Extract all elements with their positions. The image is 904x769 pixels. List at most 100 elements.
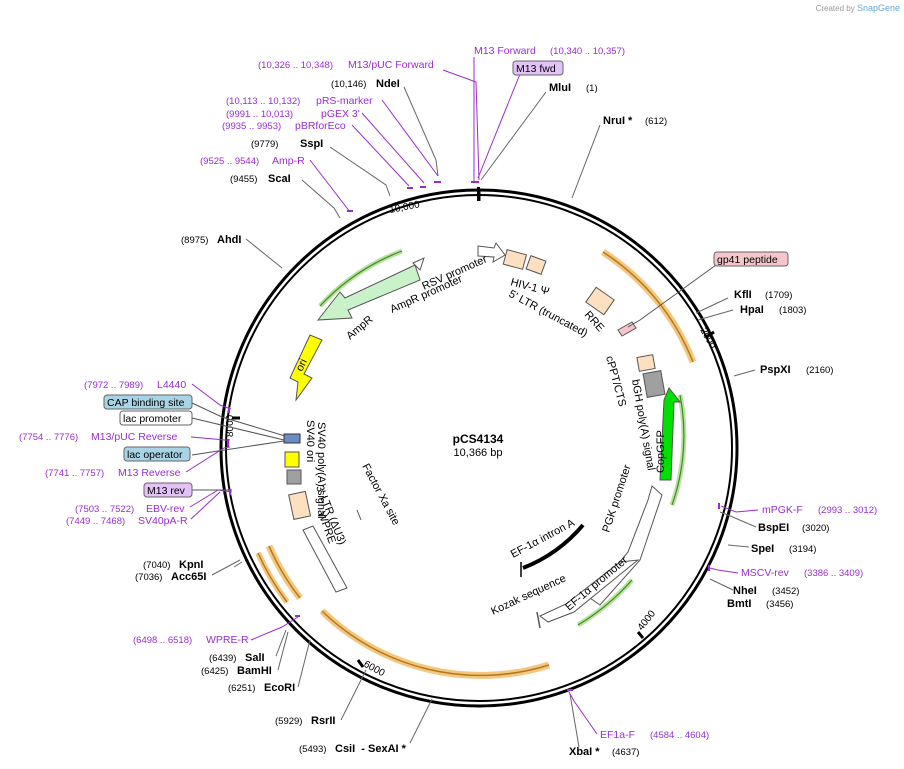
origin-tick: [477, 187, 480, 201]
ruler-label-8000: 8000: [225, 414, 236, 437]
primer-mscv-rev[interactable]: MSCV-rev: [741, 567, 790, 579]
enzyme-ahdi[interactable]: AhdI: [217, 234, 241, 246]
enzyme-pos-scai: (9455): [230, 174, 257, 185]
primer-mpgk-f[interactable]: mPGK-F: [762, 504, 803, 516]
enzyme-pos-ecori: (6251): [228, 683, 255, 694]
primer-pos-sv40pa-r: (7449 .. 7468): [66, 516, 125, 527]
ltr5-box[interactable]: [502, 249, 528, 270]
m13-rev-box[interactable]: [143, 482, 193, 498]
primer-ef1a-f[interactable]: EF1a-F: [600, 729, 635, 741]
lac-promoter-label: lac promoter: [123, 413, 182, 425]
primer-pos-prs-marker: (10,113 .. 10,132): [226, 96, 300, 107]
ef1a-promoter-arrow[interactable]: [539, 559, 640, 623]
enzyme-xbai[interactable]: XbaI *: [569, 746, 600, 758]
primer-m13puc-forward[interactable]: M13/pUC Forward: [348, 59, 434, 71]
pgk-promoter-arrow[interactable]: [589, 485, 663, 606]
enzyme-pos-hpai: (1803): [779, 305, 806, 316]
primer-pos-m13puc-reverse: (7754 .. 7776): [19, 432, 78, 443]
copgfp-arrow[interactable]: [659, 387, 682, 481]
sv40-polya-box[interactable]: [286, 469, 302, 485]
ampr-arrow[interactable]: [316, 264, 421, 321]
enzyme-mlui[interactable]: MluI: [549, 82, 571, 94]
lac-operator-label: lac operator: [127, 449, 183, 461]
primer-pos-ef1a-f: (4584 .. 4604): [650, 730, 709, 741]
enzyme-spei[interactable]: SpeI: [751, 543, 774, 555]
lac-operator-box[interactable]: [123, 446, 191, 462]
ltr3-box[interactable]: [288, 490, 312, 520]
primer-wpre-r[interactable]: WPRE-R: [206, 634, 249, 646]
enzyme-pspxi[interactable]: PspXI: [760, 364, 791, 376]
cap-binding-box[interactable]: [103, 394, 193, 410]
primer-pos-l4440: (7972 .. 7989): [84, 380, 143, 391]
enzyme-scai[interactable]: ScaI: [268, 173, 291, 185]
ef1a-intron-label: EF-1α intron A: [509, 517, 578, 561]
primer-m13puc-reverse[interactable]: M13/pUC Reverse: [91, 431, 178, 443]
enzyme-sali[interactable]: SalI: [245, 652, 265, 664]
cppt-label: cPPT/CTS: [603, 355, 628, 408]
cppt-box[interactable]: [636, 354, 656, 372]
enzyme-pos-ndei: (10,146): [331, 79, 366, 90]
sv40-ori-box[interactable]: [284, 451, 300, 468]
enzyme-hpai[interactable]: HpaI: [740, 304, 764, 316]
plasmid-size: 10,366 bp: [454, 447, 503, 459]
enzyme-pos-bamhi: (6425): [201, 666, 228, 677]
lac-promoter-box[interactable]: [119, 410, 193, 426]
enzyme-pos-sali: (6439): [209, 653, 236, 664]
enzyme-pos-nhei: (3452): [772, 586, 799, 597]
enzyme-acc65i[interactable]: Acc65I: [171, 571, 206, 583]
enzyme-ndei[interactable]: NdeI: [376, 78, 400, 90]
enzyme-bamhi[interactable]: BamHI: [237, 665, 272, 677]
enzyme-bspei[interactable]: BspEI: [758, 522, 789, 534]
enzyme-pos-acc65i: (7036): [135, 572, 162, 583]
enzyme-pos-bspei: (3020): [802, 523, 829, 534]
enzyme-pos-kfli: (1709): [765, 290, 792, 301]
ampr-promoter-arrow[interactable]: [412, 257, 425, 271]
rsv-promoter-arrow[interactable]: [477, 241, 506, 263]
enzyme-pos-kpni: (7040): [143, 560, 170, 571]
enzyme-pos-spei: (3194): [789, 544, 816, 555]
enzyme-sspi[interactable]: SspI: [300, 138, 323, 150]
wpre-box[interactable]: [302, 525, 348, 593]
primer-pos-pgex3: (9991 .. 10,013): [226, 109, 293, 120]
ef1a-intron-arc: [522, 523, 585, 570]
primer-m13-reverse[interactable]: M13 Reverse: [118, 467, 181, 479]
m13-fwd-label: M13 fwd: [516, 63, 556, 75]
primer-pos-mpgk-f: (2993 .. 3012): [818, 505, 877, 516]
factor-xa-mark: [356, 509, 362, 521]
enzyme-kfli[interactable]: KflI: [734, 289, 752, 301]
enzyme-nrui[interactable]: NruI *: [603, 115, 633, 127]
gp41-box[interactable]: [713, 251, 789, 267]
green-orf-arcs: [318, 248, 687, 628]
enzyme-pos-csii: (5493): [299, 744, 326, 755]
enzyme-kpni[interactable]: KpnI: [179, 559, 203, 571]
primer-sv40pa-r[interactable]: SV40pA-R: [138, 515, 188, 527]
hiv-psi-box[interactable]: [525, 255, 547, 275]
primer-pgex3[interactable]: pGEX 3': [321, 108, 360, 120]
primer-pbrforeco[interactable]: pBRforEco: [295, 120, 346, 132]
primer-m13-forward[interactable]: M13 Forward: [474, 45, 536, 57]
enzyme-csii-sexai[interactable]: CsiI - SexAI *: [335, 743, 407, 755]
primer-pos-wpre-r: (6498 .. 6518): [133, 635, 192, 646]
primer-ampr[interactable]: Amp-R: [272, 155, 305, 167]
enzyme-pos-pspxi: (2160): [806, 365, 833, 376]
primer-pos-ampr: (9525 .. 9544): [200, 156, 259, 167]
rre-box[interactable]: [585, 286, 615, 316]
primer-ebv-rev[interactable]: EBV-rev: [146, 503, 185, 515]
enzyme-pos-rsrii: (5929): [275, 716, 302, 727]
ori-label: ori: [294, 357, 310, 373]
enzyme-ecori[interactable]: EcoRI: [264, 682, 295, 694]
enzyme-bmti[interactable]: BmtI: [727, 598, 751, 610]
enzyme-rsrii[interactable]: RsrII: [311, 715, 335, 727]
primer-pos-mscv-rev: (3386 .. 3409): [804, 568, 863, 579]
m13-fwd-box[interactable]: [512, 60, 564, 76]
lac-region-box[interactable]: [283, 433, 301, 444]
enzyme-nhei[interactable]: NheI: [733, 585, 757, 597]
cap-binding-label: CAP binding site: [107, 397, 185, 409]
primer-l4440[interactable]: L4440: [157, 379, 186, 391]
bgh-box[interactable]: [642, 370, 666, 398]
primer-prs-marker[interactable]: pRS-marker: [316, 95, 373, 107]
primer-pos-m13-reverse: (7741 .. 7757): [45, 468, 104, 479]
ori-arrow[interactable]: [289, 334, 323, 402]
feature-leader-lines: [191, 264, 717, 491]
